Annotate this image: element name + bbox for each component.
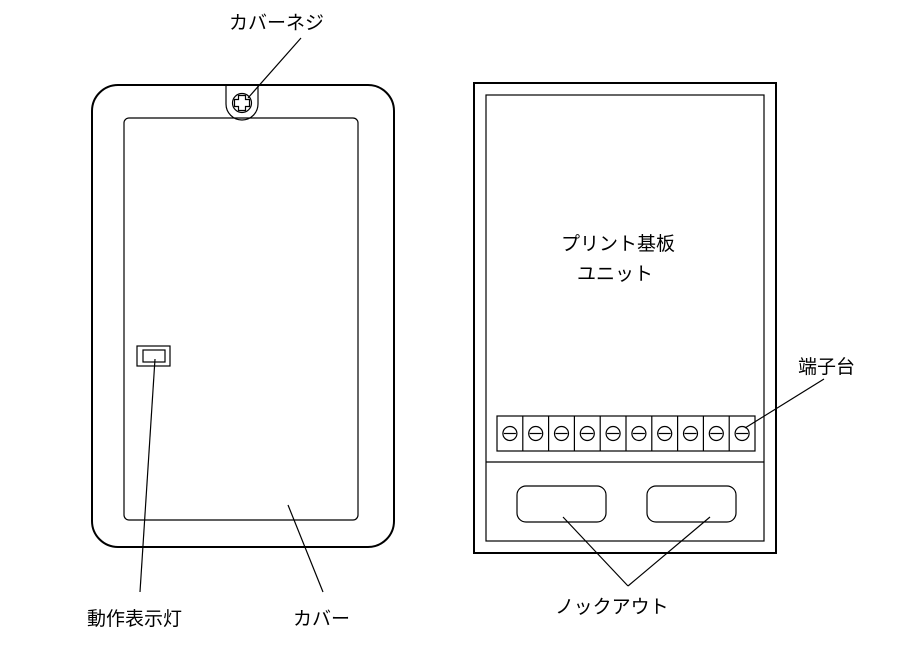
terminal-screw-icon <box>676 416 699 451</box>
terminal-screw-icon <box>651 416 673 451</box>
knockout-left <box>516 485 607 523</box>
knockout-label: ノックアウト <box>555 596 669 618</box>
knockout-right <box>646 485 737 523</box>
cover-leader <box>287 504 324 593</box>
knockout-leader-left <box>562 516 629 587</box>
terminal-screw-icon <box>625 416 647 451</box>
terminal-block-label: 端子台 <box>798 356 855 378</box>
terminal-screw-icon <box>547 416 570 451</box>
indicator-lamp-icon <box>136 345 171 367</box>
cover-screw-icon <box>225 86 259 121</box>
pcb-unit-label-line2: ユニット <box>577 263 653 285</box>
terminal-block-leader <box>744 378 825 429</box>
terminal-screw-icon <box>728 416 750 451</box>
terminal-screws <box>502 416 750 451</box>
cover-label: カバー <box>293 608 350 630</box>
housing-outer <box>473 82 777 554</box>
inside-view: プリント基板 ユニット 端子台 ノックアウト <box>473 82 855 618</box>
terminal-screw-icon <box>599 416 621 451</box>
terminal-screw-icon <box>502 425 518 442</box>
cover-outer-frame <box>91 84 395 548</box>
housing-inner <box>485 94 765 542</box>
cover-screw-label: カバーネジ <box>229 12 324 34</box>
terminal-block <box>496 415 756 452</box>
pcb-unit-label-line1: プリント基板 <box>561 233 675 255</box>
terminal-screw-icon <box>702 416 724 451</box>
indicator-lamp-label: 動作表示灯 <box>87 608 182 630</box>
terminal-screw-icon <box>522 416 544 451</box>
cover-panel <box>123 117 359 521</box>
terminal-screw-icon <box>573 416 595 451</box>
front-view: カバーネジ 動作表示灯 カバー <box>87 12 395 630</box>
knockout-leader-right <box>627 516 711 587</box>
cover-screw-leader <box>247 37 302 99</box>
indicator-lamp-leader <box>139 358 156 593</box>
